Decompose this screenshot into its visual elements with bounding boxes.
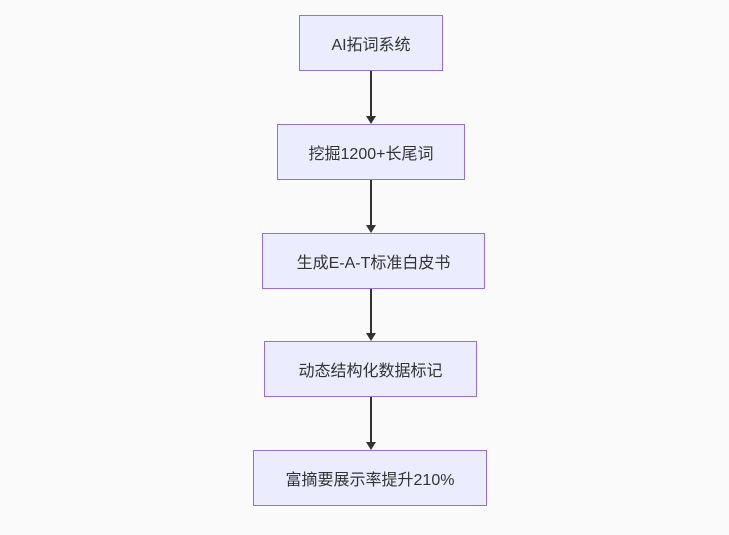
flow-node-structured-data-markup: 动态结构化数据标记 — [264, 341, 477, 397]
arrow-line — [370, 71, 372, 118]
flow-node-ai-word-expansion: AI拓词系统 — [299, 15, 443, 71]
arrow-line — [370, 289, 372, 335]
arrow-head-icon — [366, 225, 376, 233]
flow-arrow-2 — [366, 180, 376, 233]
flow-node-rich-snippet-result: 富摘要展示率提升210% — [253, 450, 487, 506]
flow-arrow-3 — [366, 289, 376, 341]
flow-arrow-1 — [366, 71, 376, 124]
arrow-head-icon — [366, 116, 376, 124]
flow-node-eat-whitepaper: 生成E-A-T标准白皮书 — [262, 233, 485, 289]
arrow-line — [370, 180, 372, 227]
flow-arrow-4 — [366, 397, 376, 450]
arrow-line — [370, 397, 372, 444]
flow-node-longtail-mining: 挖掘1200+长尾词 — [277, 124, 465, 180]
arrow-head-icon — [366, 333, 376, 341]
arrow-head-icon — [366, 442, 376, 450]
